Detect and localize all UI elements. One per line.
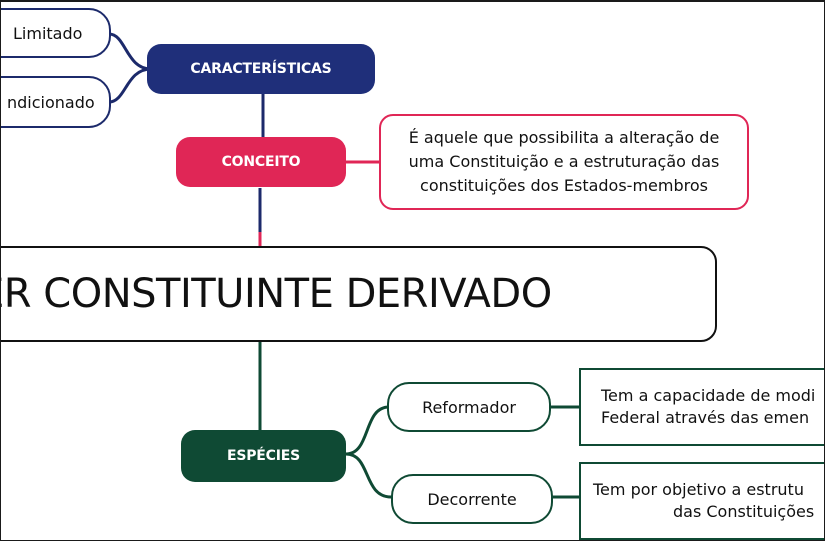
leaf-reformador: Reformador xyxy=(387,382,551,432)
connector-especies-decorrente xyxy=(345,452,392,499)
leaf-decorrente: Decorrente xyxy=(391,474,553,524)
definition-line-1: É aquele que possibilita a alteração de xyxy=(408,128,720,147)
leaf-condicionado: ndicionado xyxy=(1,76,111,128)
leaf-reformador-label: Reformador xyxy=(422,397,516,417)
definition-line-2: uma Constituição e a estruturação das xyxy=(408,152,720,171)
reformador-description-line-1: Tem a capacidade de modi xyxy=(601,386,816,405)
conceito-definition-box: É aquele que possibilita a alteração de … xyxy=(379,114,749,210)
central-topic: ER CONSTITUINTE DERIVADO xyxy=(0,246,717,342)
connector-especies-reformador xyxy=(345,405,390,456)
decorrente-description-box: Tem por objetivo a estrutu das Constitui… xyxy=(579,462,824,540)
leaf-decorrente-label: Decorrente xyxy=(427,489,517,509)
branch-conceito-label: CONCEITO xyxy=(221,154,301,170)
central-topic-label: ER CONSTITUINTE DERIVADO xyxy=(0,271,552,317)
branch-especies: ESPÉCIES xyxy=(181,430,346,482)
leaf-limitado-label: Limitado xyxy=(13,23,83,43)
decorrente-description-line-1: Tem por objetivo a estrutu xyxy=(593,480,804,499)
leaf-condicionado-label: ndicionado xyxy=(7,92,95,112)
reformador-description-box: Tem a capacidade de modi Federal através… xyxy=(579,368,824,446)
definition-line-3: constituições dos Estados-membros xyxy=(420,176,708,195)
reformador-description-line-2: Federal através das emen xyxy=(601,408,810,427)
branch-conceito: CONCEITO xyxy=(176,137,346,187)
leaf-limitado: Limitado xyxy=(1,8,111,58)
branch-caracteristicas-label: CARACTERÍSTICAS xyxy=(190,61,332,77)
connector-caracteristicas-condicionado xyxy=(108,67,152,104)
branch-especies-label: ESPÉCIES xyxy=(226,448,300,464)
connector-caracteristicas-limitado xyxy=(108,32,152,71)
decorrente-description-line-2: das Constituições xyxy=(673,502,815,521)
branch-caracteristicas: CARACTERÍSTICAS xyxy=(147,44,375,94)
